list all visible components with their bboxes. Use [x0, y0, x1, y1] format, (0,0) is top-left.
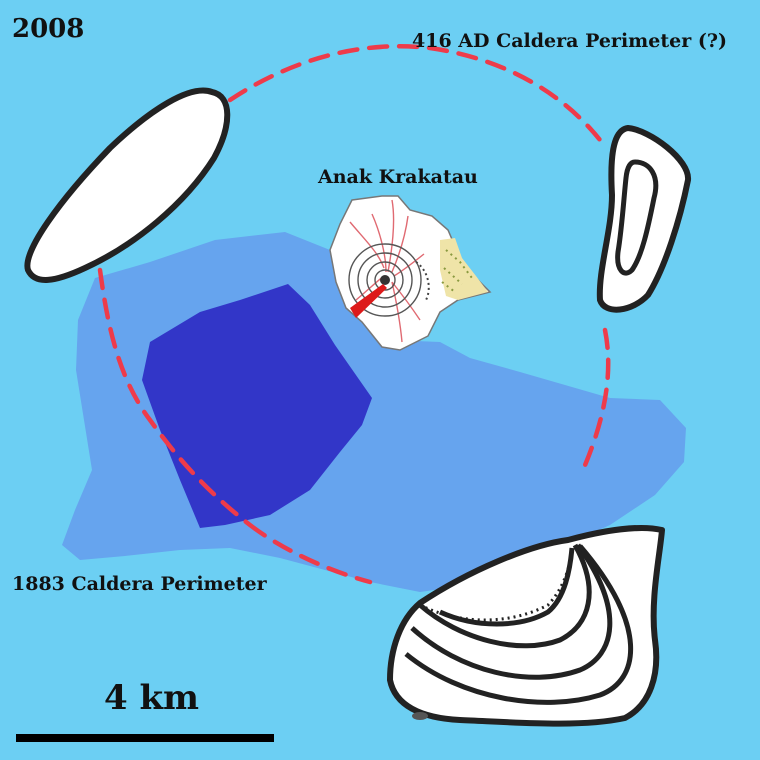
island-south-scarp-hatching	[419, 547, 574, 622]
islet-small	[412, 712, 428, 720]
year-label: 2008	[12, 14, 85, 44]
caldera-416-label: 416 AD Caldera Perimeter (?)	[412, 30, 727, 52]
scale-bar	[16, 734, 274, 742]
anak-krakatau-label: Anak Krakatau	[318, 166, 478, 188]
caldera-1883-label: 1883 Caldera Perimeter	[12, 573, 267, 595]
scale-label: 4 km	[104, 678, 200, 718]
island-south	[387, 525, 665, 727]
island-northwest	[24, 87, 231, 283]
caldera-416-perimeter	[97, 44, 611, 585]
anak-krakatau-island	[329, 195, 492, 351]
caldera-1883-deep-basin	[142, 284, 372, 528]
island-northeast	[596, 125, 691, 313]
island-northeast-contour	[615, 159, 659, 276]
island-south-contours	[404, 543, 634, 705]
